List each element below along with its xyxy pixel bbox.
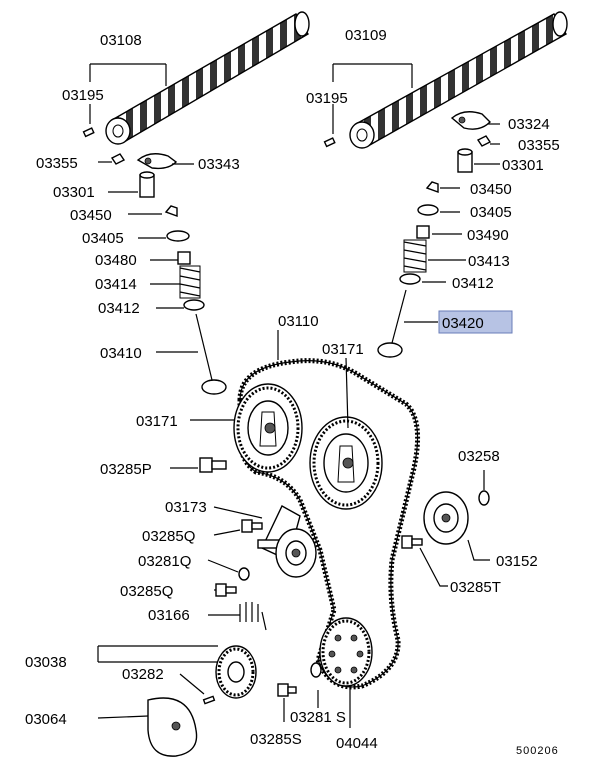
label-03171-right: 03171	[322, 341, 364, 358]
cam-sprocket-right	[309, 416, 383, 510]
label-03420[interactable]: 03420	[442, 315, 484, 332]
idler-pulley	[423, 491, 469, 545]
pin-03195-right	[323, 137, 336, 148]
label-03038: 03038	[25, 654, 67, 671]
label-03285Q-lower: 03285Q	[120, 583, 173, 600]
label-03171-left: 03171	[136, 413, 178, 430]
part-labels: 03108 03109 03195 03195 03324 03355 0335…	[25, 27, 560, 757]
label-03285P: 03285P	[100, 461, 152, 478]
pin-03195-left	[82, 127, 95, 138]
lash-adjuster-left	[139, 171, 155, 198]
label-03195-right: 03195	[306, 90, 348, 107]
key-03282	[202, 695, 216, 705]
label-03282: 03282	[122, 666, 164, 683]
timing-belt	[237, 358, 421, 690]
label-03173: 03173	[165, 499, 207, 516]
label-03405-left: 03405	[82, 230, 124, 247]
label-03285S: 03285S	[250, 731, 302, 748]
label-03281S: 03281 S	[290, 709, 346, 726]
valve-spring-right	[403, 239, 427, 273]
camshaft-right	[349, 11, 568, 149]
label-03413: 03413	[468, 253, 510, 270]
label-03285T: 03285T	[450, 579, 501, 596]
label-03410: 03410	[100, 345, 142, 362]
tensioner-spring	[239, 602, 267, 631]
label-03108: 03108	[100, 32, 142, 49]
oil-pump-sprocket	[319, 617, 373, 687]
retainer-left	[166, 230, 190, 242]
label-03343: 03343	[198, 156, 240, 173]
bolt-03285Q-lower	[215, 583, 237, 597]
washer-03281S	[310, 662, 322, 678]
label-03405-right: 03405	[470, 204, 512, 221]
label-04044: 04044	[336, 735, 378, 752]
label-03414: 03414	[95, 276, 137, 293]
label-03109: 03109	[345, 27, 387, 44]
label-03301-left: 03301	[53, 184, 95, 201]
washer-03281Q	[238, 567, 250, 581]
bolt-03285T	[401, 535, 423, 549]
label-03355-right: 03355	[518, 137, 560, 154]
label-03324: 03324	[508, 116, 550, 133]
label-03281Q: 03281Q	[138, 553, 191, 570]
camshaft-left	[105, 11, 310, 145]
label-03301-right: 03301	[502, 157, 544, 174]
valve-03410	[195, 313, 227, 395]
label-03480: 03480	[95, 252, 137, 269]
label-03450-right: 03450	[470, 181, 512, 198]
label-03064: 03064	[25, 711, 67, 728]
label-03166: 03166	[148, 607, 190, 624]
crank-sprocket	[215, 645, 257, 699]
rocker-arm-03343	[136, 153, 178, 170]
retainer-right	[417, 204, 439, 216]
keeper-left	[164, 205, 178, 217]
lash-adjuster-right	[457, 148, 473, 173]
label-03195-left: 03195	[62, 87, 104, 104]
valve-seal-left	[177, 251, 191, 265]
tensioner-pulley	[275, 528, 317, 578]
label-03412-left: 03412	[98, 300, 140, 317]
keeper-right	[425, 181, 439, 193]
washer-03258	[478, 490, 490, 506]
label-03490: 03490	[467, 227, 509, 244]
clip-03355-left	[110, 153, 126, 165]
valve-spring-left	[179, 265, 201, 299]
sensor-plate-03064	[147, 697, 198, 757]
bolt-03285P	[199, 457, 227, 473]
label-03450-left: 03450	[70, 207, 112, 224]
label-03412-right: 03412	[452, 275, 494, 292]
spring-seat-right	[399, 273, 421, 285]
highlight-03420	[438, 310, 513, 334]
label-03355-left: 03355	[36, 155, 78, 172]
cam-sprocket-left	[233, 383, 303, 473]
diagram-reference: 500206	[516, 745, 559, 757]
label-03258: 03258	[458, 448, 500, 465]
clip-03355-right	[476, 135, 492, 147]
bolt-03285Q-upper	[241, 519, 263, 533]
spring-seat-left	[183, 299, 205, 311]
leader-lines	[89, 63, 500, 728]
valve-seal-right	[416, 225, 430, 239]
valve-03420	[377, 289, 407, 358]
label-03110: 03110	[278, 313, 319, 330]
label-03152: 03152	[496, 553, 538, 570]
bolt-03285S	[277, 683, 297, 697]
rocker-arm-03324	[450, 111, 491, 130]
label-03285Q-upper: 03285Q	[142, 528, 195, 545]
